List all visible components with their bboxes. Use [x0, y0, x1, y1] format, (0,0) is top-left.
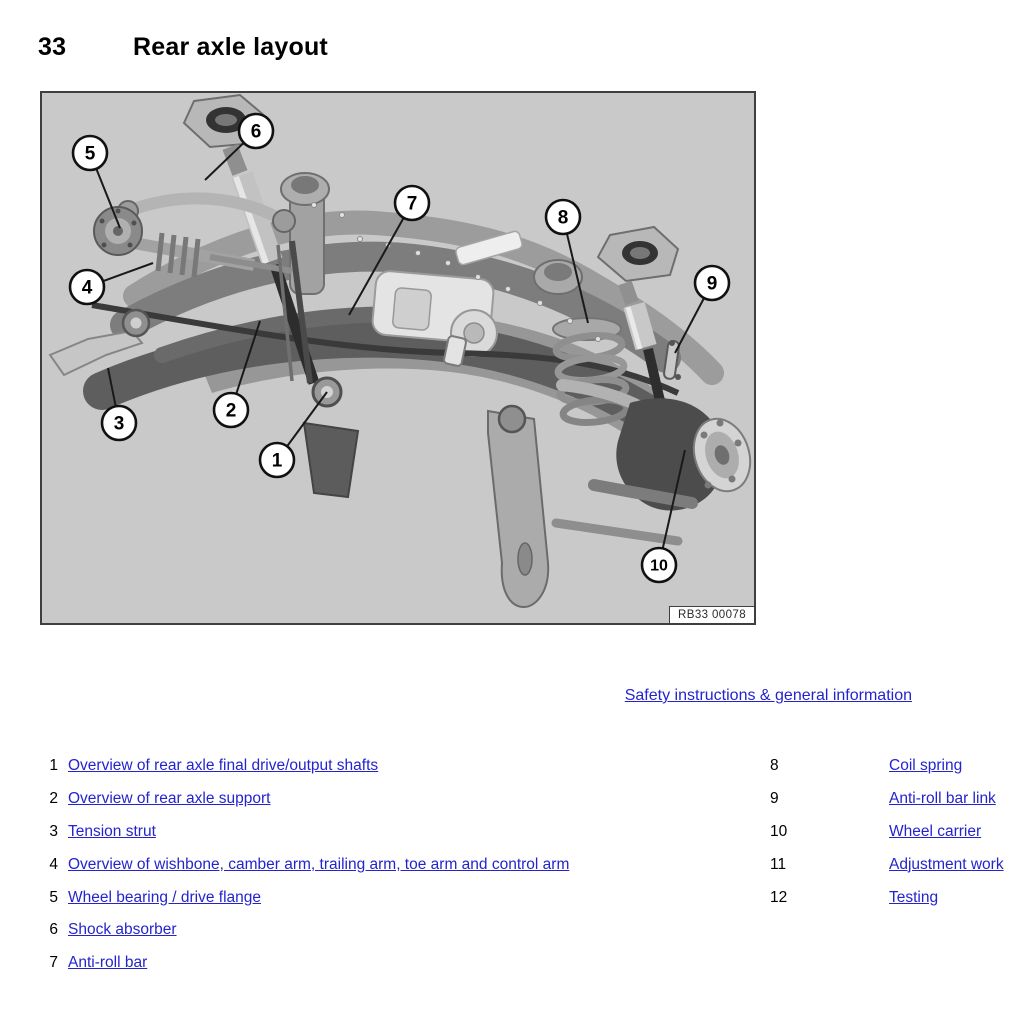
- legend-item-10: 10 Wheel carrier: [770, 822, 1020, 855]
- svg-text:7: 7: [407, 194, 418, 215]
- page-title: Rear axle layout: [133, 33, 328, 61]
- legend-link-8[interactable]: Coil spring: [889, 757, 963, 774]
- left-suspension: [48, 192, 313, 384]
- legend-link-7[interactable]: Anti-roll bar: [68, 954, 148, 972]
- legend-item-3: 3 Tension strut: [44, 822, 754, 855]
- legend-link-4[interactable]: Overview of wishbone, camber arm, traili…: [68, 855, 570, 873]
- wheel-carrier: [551, 339, 752, 546]
- legend-right-column: 8 Coil spring 9 Anti-roll bar link 10 Wh…: [770, 756, 1020, 920]
- bolt-dots: [311, 202, 601, 342]
- legend-left-column: 1 Overview of rear axle final drive/outp…: [44, 756, 754, 986]
- section-number: 33: [38, 33, 67, 61]
- legend-number-10: 10: [770, 822, 788, 840]
- legend-item-1: 1 Overview of rear axle final drive/outp…: [44, 756, 754, 789]
- callout-6: 6: [204, 112, 275, 181]
- legend-link-3[interactable]: Tension strut: [68, 822, 156, 840]
- svg-text:2: 2: [226, 401, 237, 422]
- svg-text:5: 5: [85, 144, 96, 165]
- page-header: 33 Rear axle layout: [38, 33, 328, 62]
- legend-number-6: 6: [49, 921, 58, 939]
- callout-9: 9: [674, 264, 731, 354]
- legend-item-8: 8 Coil spring: [770, 756, 1020, 789]
- legend-number-12: 12: [770, 888, 788, 906]
- legend-link-5[interactable]: Wheel bearing / drive flange: [68, 888, 262, 906]
- legend-item-11: 11 Adjustment work: [770, 855, 1020, 888]
- coil-spring: [552, 317, 631, 426]
- svg-text:10: 10: [650, 558, 668, 575]
- center-lower-arms: [302, 404, 550, 609]
- legend-number-9: 9: [770, 789, 779, 807]
- legend-number-5: 5: [49, 888, 58, 906]
- svg-text:8: 8: [558, 208, 569, 229]
- callout-8: 8: [544, 198, 589, 324]
- legend-link-10[interactable]: Wheel carrier: [889, 822, 982, 840]
- svg-text:6: 6: [251, 122, 262, 143]
- legend-number-3: 3: [49, 822, 58, 840]
- figure-callouts: 1 2 3 4 5 6 7 8 9 10: [68, 112, 731, 584]
- callout-3: 3: [100, 367, 138, 442]
- legend-number-1: 1: [49, 757, 58, 774]
- callout-5: 5: [71, 134, 121, 229]
- legend-number-8: 8: [770, 757, 779, 774]
- safety-info-link[interactable]: Safety instructions & general informatio…: [624, 687, 912, 704]
- rear-axle-figure: 1 2 3 4 5 6 7 8 9 10 RB33 00078: [40, 91, 756, 625]
- legend-item-9: 9 Anti-roll bar link: [770, 789, 1020, 822]
- legend-number-11: 11: [770, 855, 787, 873]
- final-drive: [371, 230, 523, 357]
- legend-item-7: 7 Anti-roll bar: [44, 953, 754, 986]
- legend-number-7: 7: [49, 954, 58, 972]
- legend-link-9[interactable]: Anti-roll bar link: [889, 789, 996, 807]
- svg-text:3: 3: [114, 414, 125, 435]
- legend-item-2: 2 Overview of rear axle support: [44, 789, 754, 822]
- legend-link-11[interactable]: Adjustment work: [889, 855, 1004, 873]
- legend-link-12[interactable]: Testing: [889, 888, 939, 906]
- legend-item-5: 5 Wheel bearing / drive flange: [44, 888, 754, 921]
- axle-illustration: 1 2 3 4 5 6 7 8 9 10: [48, 93, 752, 609]
- svg-text:1: 1: [272, 451, 283, 472]
- legend-item-12: 12 Testing: [770, 888, 1020, 921]
- legend-link-1[interactable]: Overview of rear axle final drive/output…: [68, 757, 379, 774]
- legend-item-4: 4 Overview of wishbone, camber arm, trai…: [44, 855, 754, 888]
- legend-number-4: 4: [49, 855, 58, 873]
- svg-text:4: 4: [82, 278, 93, 299]
- callout-4: 4: [68, 262, 154, 306]
- callout-1: 1: [258, 391, 328, 479]
- callout-2: 2: [212, 320, 261, 429]
- legend-item-6: 6 Shock absorber: [44, 920, 754, 953]
- figure-reference-label: RB33 00078: [669, 606, 754, 623]
- legend-number-2: 2: [49, 789, 58, 807]
- anti-roll-bar: [91, 302, 680, 396]
- callout-10: 10: [640, 449, 686, 584]
- callout-7: 7: [348, 184, 431, 316]
- svg-text:9: 9: [707, 274, 718, 295]
- legend-link-2[interactable]: Overview of rear axle support: [68, 789, 271, 807]
- legend-link-6[interactable]: Shock absorber: [68, 921, 177, 939]
